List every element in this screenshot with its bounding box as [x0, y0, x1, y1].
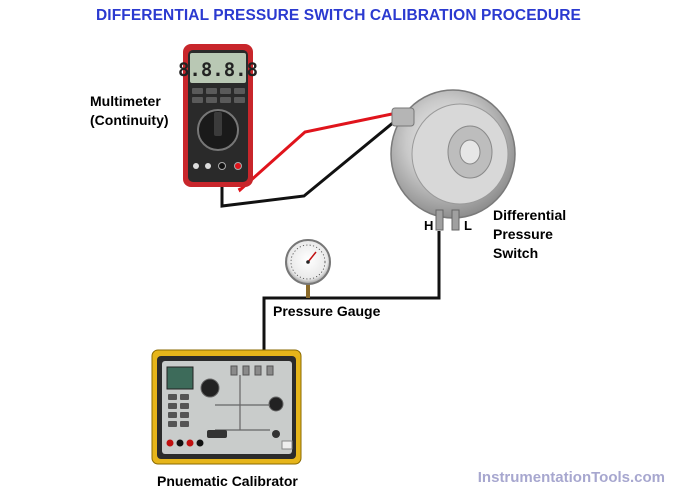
pneumatic-line: [262, 231, 441, 350]
pressure-gauge-label: Pressure Gauge: [273, 303, 381, 319]
port-high-fitting: [435, 209, 444, 231]
pneumatic-calibrator: [151, 349, 302, 465]
red-wire: [237, 112, 393, 193]
calibrator-label: Pnuematic Calibrator: [157, 473, 298, 489]
switch-label-line3: Switch: [493, 245, 539, 261]
switch-label-line2: Pressure: [493, 226, 553, 242]
pressure-gauge: [285, 239, 331, 285]
port-low-label: L: [464, 218, 472, 233]
multimeter-label: Multimeter (Continuity): [90, 92, 169, 130]
switch-label-line1: Differential: [493, 207, 567, 223]
multimeter-label-line1: Multimeter: [90, 93, 161, 109]
multimeter-label-line2: (Continuity): [90, 112, 169, 128]
black-wire-multimeter: [220, 115, 401, 208]
port-high-label: H: [424, 218, 434, 233]
calibrator-display: [166, 366, 194, 390]
calibrator-knob: [200, 378, 220, 398]
switch-label: Differential Pressure Switch: [493, 206, 566, 263]
port-low-fitting: [451, 209, 460, 231]
switch-cable-gland: [391, 107, 415, 127]
diagram-title: DIFFERENTIAL PRESSURE SWITCH CALIBRATION…: [96, 7, 581, 24]
multimeter-display: 8.8.8.8: [178, 59, 258, 81]
differential-pressure-switch: [390, 89, 516, 231]
watermark: InstrumentationTools.com: [477, 469, 665, 486]
multimeter: 8.8.8.8: [178, 44, 258, 187]
